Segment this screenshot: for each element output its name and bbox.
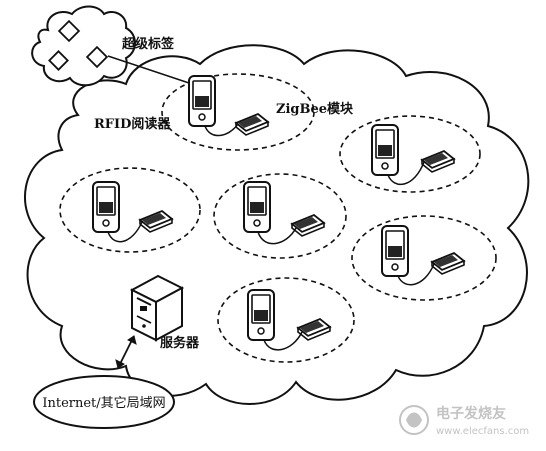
node-top	[161, 73, 315, 151]
node-middle-center	[213, 173, 347, 259]
watermark-url: www.elecfans.com	[436, 426, 529, 437]
tag-diamond-right	[85, 45, 109, 69]
super-tag-pointer	[107, 55, 193, 85]
tag-diamond-top	[57, 19, 81, 43]
node-top-right	[339, 115, 481, 193]
node-right	[351, 215, 497, 301]
watermark: 电子发烧友 www.elecfans.com	[399, 405, 529, 437]
bidirectional-arrow	[115, 335, 137, 369]
internet-ellipse	[33, 375, 175, 429]
label-internet: Internet/其它局域网	[42, 395, 165, 411]
tag-diamond-left	[48, 50, 69, 71]
node-bottom	[217, 277, 355, 363]
label-server: 服务器	[160, 335, 200, 351]
label-super-tag: 超级标签	[122, 36, 175, 52]
label-rfid-reader: RFID阅读器	[94, 116, 171, 132]
super-tag-cloud	[31, 5, 136, 87]
server-icon	[129, 274, 185, 342]
node-middle-left	[59, 167, 201, 253]
label-zigbee-module: ZigBee模块	[276, 101, 354, 117]
watermark-cn: 电子发烧友	[436, 405, 506, 422]
